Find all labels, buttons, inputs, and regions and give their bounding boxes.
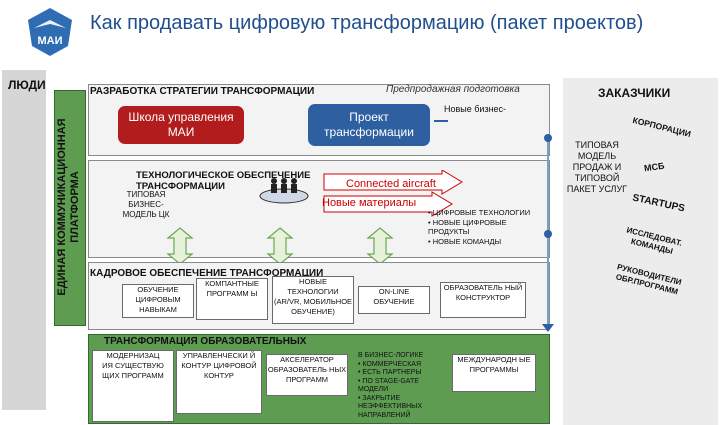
client-typical: ТИПОВАЯ МОДЕЛЬ ПРОДАЖ И ТИПОВОЙ ПАКЕТ УС… [566,140,628,194]
edu-modernization: МОДЕРНИЗАЦ [106,351,160,360]
edu-box: МЕЖДУНАРОДН ЫЕ ПРОГРАММЫ [452,354,536,392]
school-box: Школа управления МАИ [118,106,244,144]
tech-bullet: • НОВЫЕ КОМАНДЫ [428,236,502,246]
staff-title: КАДРОВОЕ ОБЕСПЕЧЕНИЕ ТРАНСФОРМАЦИИ [90,268,324,279]
staff-box: ОБРАЗОВАТЕЛЬ НЫЙ КОНСТРУКТОР [440,282,526,318]
page-title: Как продавать цифровую трансформацию (па… [90,12,644,34]
red-arrows [323,170,463,217]
project-box: Проект трансформации [308,104,430,146]
tech-bullets: • ЦИФРОВЫЕ ТЕХНОЛОГИИ • НОВЫЕ ЦИФРОВЫЕ П… [428,208,548,246]
edu-box: АКСЕЛЕРАТОР ОБРАЗОВАТЕЛЬ НЫХ ПРОГРАММ [266,354,348,396]
edu-bullets: В БИЗНЕС-ЛОГИКЕ • КОММЕРЧЕСКАЯ • ЕСТЬ ПА… [358,352,444,420]
new-business-label: Новые бизнес- [444,104,507,114]
tech-model: ТИПОВАЯ БИЗНЕС-МОДЕЛЬ ЦК [122,190,170,219]
staff-box: ON-LINE ОБУЧЕНИЕ [358,286,430,314]
people-label: ЛЮДИ [8,78,46,92]
project-connector [434,120,448,122]
edu-title: ТРАНСФОРМАЦИЯ ОБРАЗОВАТЕЛЬНЫХ [104,336,307,347]
presale-label: Предпродажная подготовка [386,84,520,95]
edu-bullet: • ЕСТЬ ПАРТНЕРЫ [358,369,422,376]
people-panel [2,70,46,410]
team-icon [259,178,309,204]
clients-panel [563,78,718,425]
logo-text: МАИ [37,35,62,47]
clients-title: ЗАКАЗЧИКИ [598,86,671,100]
tech-bullet: • НОВЫЕ ЦИФРОВЫЕ ПРОДУКТЫ [428,217,507,237]
connector-arrowhead [542,324,554,332]
edu-bullet: • КОММЕРЧЕСКАЯ [358,360,422,368]
mai-logo: МАИ [28,8,72,56]
staff-box: КОМПАНТНЫЕ ПРОГРАММ Ы [196,278,268,320]
edu-bullet: В БИЗНЕС-ЛОГИКЕ [358,352,424,359]
green-arrows [166,227,394,265]
edu-bullet: • ПО STAGE-GATE МОДЕЛИ [358,377,419,394]
tech-title: ТЕХНОЛОГИЧЕСКОЕ ОБЕСПЕЧЕНИЕ ТРАНСФОРМАЦИ… [136,170,311,192]
connector-dot [544,230,552,238]
staff-box: НОВЫЕ ТЕХНОЛОГИИ (AR/VR, МОБИЛЬНОЕ ОБУЧЕ… [272,276,354,324]
edu-bullet: • ЗАКРЫТИЕ НЕЭФФЕКТИВНЫХ НАПРАВЛЕНИЙ [358,394,423,419]
staff-box: ОБУЧЕНИЕ ЦИФРОВЫМ НАВЫКАМ [122,284,194,318]
strategy-title: РАЗРАБОТКА СТРАТЕГИИ ТРАНСФОРМАЦИИ [90,86,315,97]
platform-bar [54,90,86,326]
edu-box: МОДЕРНИЗАЦ ИЯ СУЩЕСТВУЮ ЩИХ ПРОГРАММ [92,350,174,422]
edu-col1: ИЯ СУЩЕСТВУЮ ЩИХ ПРОГРАММ [102,361,164,380]
edu-box: УПРАВЛЕНЧЕСКИ Й КОНТУР ЦИФРОВОЙ КОНТУР [176,350,262,414]
platform-label: ЕДИНАЯ КОММУНИКАЦИОННАЯ ПЛАТФОРМА [56,118,81,296]
connector-dot [544,134,552,142]
new-materials: Новые материалы [322,197,417,209]
tech-bullet: • ЦИФРОВЫЕ ТЕХНОЛОГИИ [428,208,531,217]
tech-section [88,160,550,258]
connected-aircraft: Connected aircraft [346,178,436,190]
